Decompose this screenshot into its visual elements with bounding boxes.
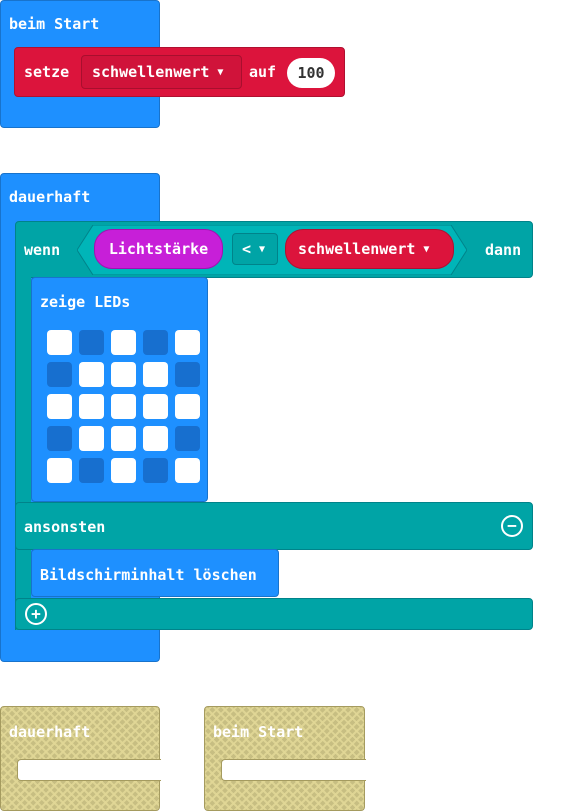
led-cell[interactable] bbox=[143, 362, 168, 387]
disabled-on-start-block[interactable]: beim Start bbox=[204, 706, 366, 811]
chevron-down-icon: ▼ bbox=[217, 66, 224, 78]
led-cell[interactable] bbox=[47, 330, 72, 355]
clear-screen-block[interactable]: Bildschirminhalt löschen bbox=[31, 549, 279, 597]
if-left-arm bbox=[15, 261, 31, 630]
led-grid[interactable] bbox=[47, 330, 205, 488]
light-level-label: Lichtstärke bbox=[108, 240, 209, 258]
led-cell[interactable] bbox=[175, 458, 200, 483]
led-cell[interactable] bbox=[47, 362, 72, 387]
led-cell[interactable] bbox=[143, 458, 168, 483]
led-cell[interactable] bbox=[175, 394, 200, 419]
disabled-forever-block[interactable]: dauerhaft bbox=[0, 706, 161, 811]
led-cell[interactable] bbox=[111, 330, 136, 355]
light-level-reporter[interactable]: Lichtstärke bbox=[94, 229, 223, 269]
led-cell[interactable] bbox=[143, 394, 168, 419]
add-else-if-icon[interactable]: + bbox=[25, 603, 47, 625]
led-cell[interactable] bbox=[79, 458, 104, 483]
else-label: ansonsten bbox=[24, 518, 106, 536]
led-cell[interactable] bbox=[47, 394, 72, 419]
led-cell[interactable] bbox=[143, 426, 168, 451]
value-input-text: 100 bbox=[297, 64, 325, 82]
led-cell[interactable] bbox=[111, 458, 136, 483]
led-cell[interactable] bbox=[79, 394, 104, 419]
variable-dropdown-label: schwellenwert bbox=[92, 63, 210, 81]
disabled-forever-label: dauerhaft bbox=[9, 723, 91, 741]
led-cell[interactable] bbox=[79, 362, 104, 387]
led-cell[interactable] bbox=[175, 362, 200, 387]
led-cell[interactable] bbox=[79, 330, 104, 355]
operator-label: < bbox=[242, 240, 252, 258]
remove-else-icon[interactable]: − bbox=[501, 515, 523, 537]
threshold-variable-label: schwellenwert bbox=[298, 240, 416, 258]
led-cell[interactable] bbox=[111, 394, 136, 419]
then-label: dann bbox=[485, 241, 522, 259]
to-label: auf bbox=[249, 63, 277, 81]
led-cell[interactable] bbox=[47, 426, 72, 451]
chevron-down-icon: ▼ bbox=[423, 243, 430, 255]
disabled-on-start-label: beim Start bbox=[213, 723, 304, 741]
operator-dropdown[interactable]: < ▼ bbox=[232, 233, 278, 265]
if-label: wenn bbox=[24, 241, 61, 259]
if-footer bbox=[15, 598, 533, 630]
led-cell[interactable] bbox=[175, 330, 200, 355]
set-keyword: setze bbox=[24, 63, 70, 81]
threshold-variable-reporter[interactable]: schwellenwert ▼ bbox=[285, 229, 454, 269]
if-else-block[interactable]: wenn Lichtstärke < ▼ schwellenwert ▼ dan… bbox=[15, 221, 533, 630]
chevron-down-icon: ▼ bbox=[259, 243, 266, 255]
set-variable-block[interactable]: setze schwellenwert ▼ auf 100 bbox=[14, 47, 345, 97]
led-cell[interactable] bbox=[143, 330, 168, 355]
disabled-on-start-slot bbox=[221, 759, 366, 781]
led-cell[interactable] bbox=[111, 362, 136, 387]
variable-dropdown[interactable]: schwellenwert ▼ bbox=[81, 55, 242, 89]
value-input[interactable]: 100 bbox=[287, 58, 335, 88]
else-bar bbox=[15, 502, 533, 550]
led-cell[interactable] bbox=[175, 426, 200, 451]
forever-label: dauerhaft bbox=[9, 188, 91, 206]
led-cell[interactable] bbox=[111, 426, 136, 451]
on-start-label: beim Start bbox=[9, 15, 100, 33]
led-cell[interactable] bbox=[79, 426, 104, 451]
led-cell[interactable] bbox=[47, 458, 72, 483]
show-leds-label: zeige LEDs bbox=[40, 293, 131, 311]
disabled-forever-slot bbox=[17, 759, 161, 781]
show-leds-block[interactable]: zeige LEDs bbox=[31, 277, 208, 502]
clear-screen-label: Bildschirminhalt löschen bbox=[40, 566, 257, 584]
